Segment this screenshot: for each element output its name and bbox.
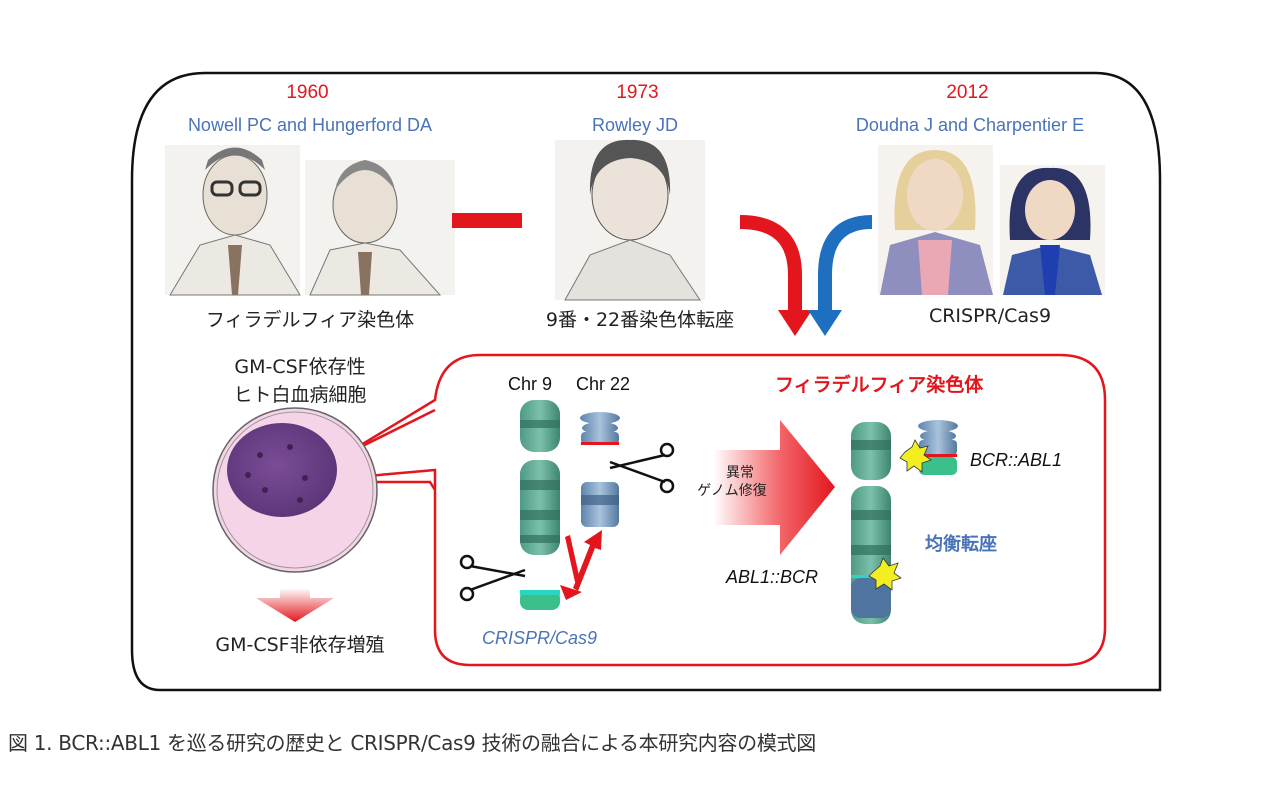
timeline-connector xyxy=(452,213,522,228)
discovery-crispr: CRISPR/Cas9 xyxy=(928,305,1052,327)
authors-rowley: Rowley JD xyxy=(591,115,679,135)
portrait-doudna xyxy=(878,145,993,295)
fusion-burst-bcr-abl1 xyxy=(899,439,932,473)
leukemia-cell xyxy=(212,407,378,573)
fusion-burst-abl1-bcr xyxy=(868,557,902,591)
chromosome-22 xyxy=(580,412,620,527)
outer-frame xyxy=(130,71,1162,692)
cell-outcome: GM-CSF非依存増殖 xyxy=(215,634,385,656)
proliferation-arrow xyxy=(256,588,334,622)
blue-curved-arrow xyxy=(818,215,873,318)
discovery-translocation: 9番・22番染色体転座 xyxy=(545,309,735,331)
fusion-bcr-abl1-label: BCR::ABL1 xyxy=(970,450,1063,470)
cell-title-line2: ヒト白血病細胞 xyxy=(233,384,367,406)
exchange-arrow xyxy=(560,530,602,600)
cell-title-line1: GM-CSF依存性 xyxy=(234,356,366,378)
chromosome-9 xyxy=(520,400,560,610)
repair-label-line2: ゲノム修復 xyxy=(697,483,767,499)
year-2012: 2012 xyxy=(946,82,989,103)
crispr-tool-label: CRISPR/Cas9 xyxy=(482,628,598,648)
year-1973: 1973 xyxy=(616,82,659,103)
authors-doudna-charpentier: Doudna J and Charpentier E xyxy=(855,115,1085,135)
repair-arrow xyxy=(713,420,835,555)
portrait-hungerford xyxy=(305,160,455,296)
red-curved-arrow xyxy=(739,215,802,318)
portrait-charpentier xyxy=(1000,165,1105,295)
scissors-icon-chr22 xyxy=(609,442,675,494)
philadelphia-chromosome xyxy=(918,420,958,475)
derivative-chromosome xyxy=(851,422,891,624)
balanced-translocation-label: 均衡転座 xyxy=(925,534,997,555)
scissors-icon-chr9 xyxy=(459,554,526,602)
fusion-abl1-bcr-label: ABL1::BCR xyxy=(726,567,819,587)
figure-caption: 図 1. BCR::ABL1 を巡る研究の歴史と CRISPR/Cas9 技術の… xyxy=(8,731,816,755)
portrait-nowell xyxy=(165,145,301,296)
detail-frame xyxy=(299,353,1107,667)
chr9-label: Chr 9 xyxy=(508,374,553,394)
portrait-rowley xyxy=(555,139,705,301)
discovery-philadelphia-chromosome: フィラデルフィア染色体 xyxy=(205,309,415,331)
authors-nowell-hungerford: Nowell PC and Hungerford DA xyxy=(187,115,433,135)
repair-label-line1: 異常 xyxy=(726,465,754,481)
year-1960: 1960 xyxy=(286,82,329,103)
chr22-label: Chr 22 xyxy=(576,374,631,394)
result-title: フィラデルフィア染色体 xyxy=(775,374,984,396)
